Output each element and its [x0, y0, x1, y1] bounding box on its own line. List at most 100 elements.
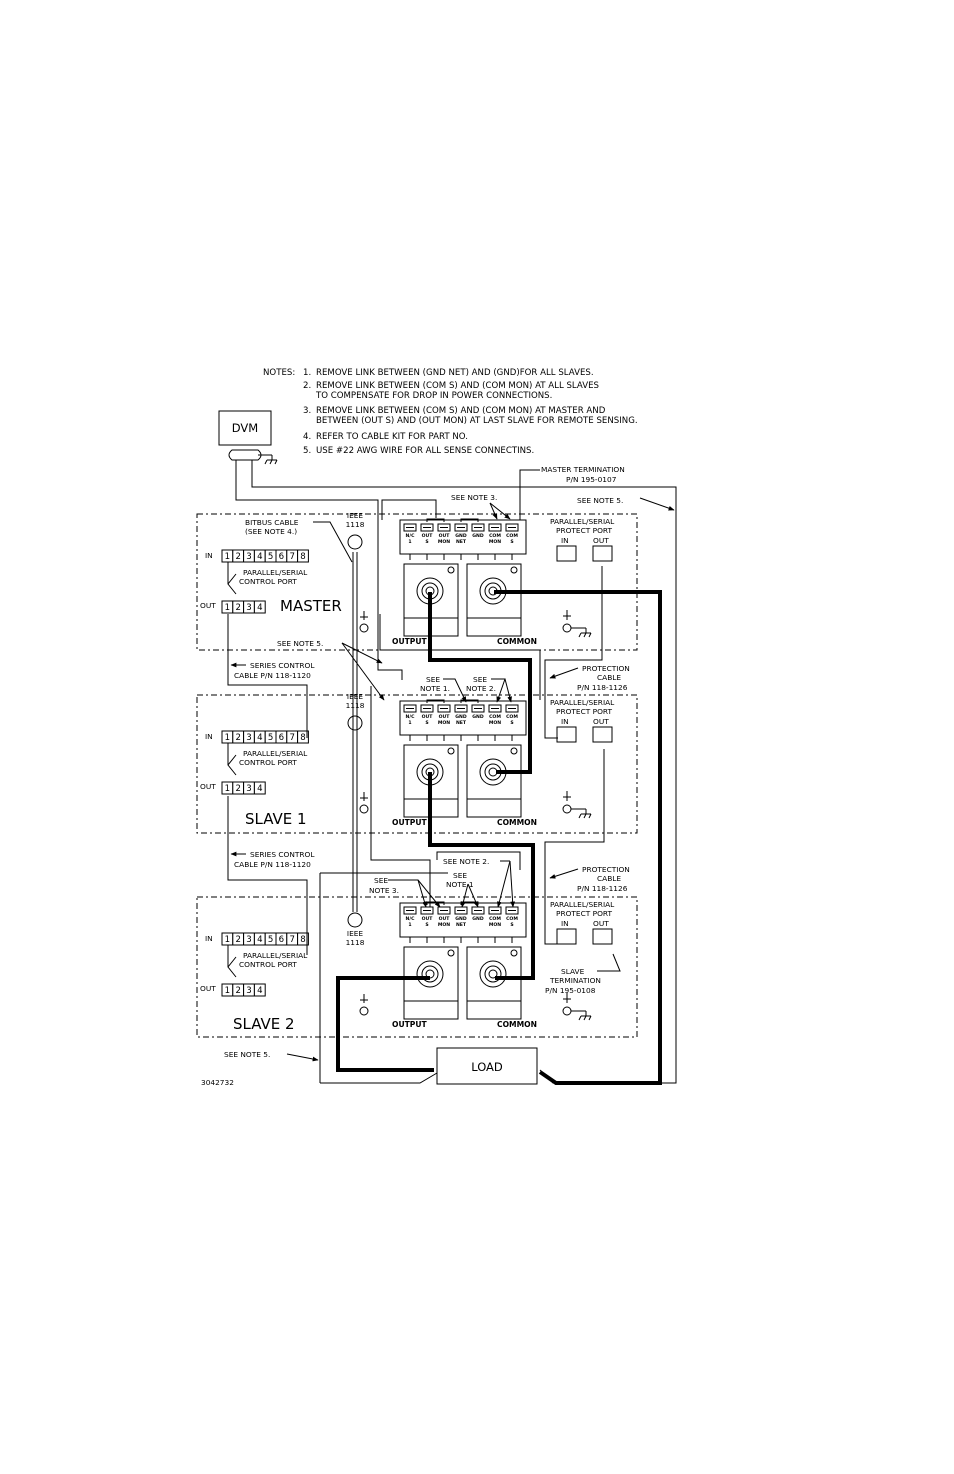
ieee-label-2: 1118 [346, 520, 365, 529]
control-port-line2: CONTROL PORT [239, 960, 297, 969]
chassis-terminal [359, 1006, 369, 1016]
common-terminal [479, 960, 507, 988]
terminal-label-top: N/C [406, 714, 416, 720]
terminal-label-bottom: S [425, 922, 428, 928]
in-pin-number: 3 [246, 552, 251, 562]
master-termination-line1: MASTER TERMINATION [541, 465, 625, 474]
bitbus-line2: (SEE NOTE 4.) [245, 527, 297, 536]
protection-1-line3: P/N 118-1126 [577, 683, 628, 692]
terminal-label-top: OUT [439, 533, 451, 539]
see-note-5-top: SEE NOTE 5. [577, 496, 623, 505]
in-pin-number: 4 [257, 935, 262, 945]
control-port-line1: PARALLEL/SERIAL [243, 951, 308, 960]
terminal-label-top: GND [455, 533, 467, 539]
protect-out-box [592, 545, 613, 562]
in-pin-number: 8 [300, 552, 305, 562]
terminal-label-top: OUT [439, 714, 451, 720]
out-pin-number: 2 [235, 784, 240, 794]
control-port-line2: CONTROL PORT [239, 577, 297, 586]
see-note-3-master: SEE NOTE 3. [451, 493, 497, 502]
series-control-1-line2: CABLE P/N 118-1120 [234, 671, 311, 680]
out-pin-number: 1 [225, 784, 230, 794]
terminal-label-bottom: MON [438, 720, 450, 726]
output-label: OUTPUT [392, 818, 428, 827]
control-port-line2: CONTROL PORT [239, 758, 297, 767]
in-port-label: IN [205, 934, 213, 943]
ground-terminal [562, 1006, 572, 1016]
terminal-label-bottom: S [510, 922, 513, 928]
terminal-label-bottom: S [425, 720, 428, 726]
ground-terminal [562, 623, 572, 633]
see-note-5-mid: SEE NOTE 5. [277, 639, 323, 648]
see-note-1-s2-line2: NOTE 1 [446, 880, 474, 889]
series-control-2-line1: SERIES CONTROL [250, 850, 315, 859]
slave-term-line1: SLAVE [561, 967, 585, 976]
protect-out-label: OUT [593, 536, 609, 545]
chassis-terminal [359, 623, 369, 633]
terminal-label-top: GND [472, 714, 484, 720]
see-note-1-s1-line1: SEE [426, 675, 440, 684]
in-pin-number: 7 [289, 552, 294, 562]
terminal-label-bottom: MON [489, 539, 501, 545]
terminal-label-top: OUT [422, 916, 434, 922]
note-text: USE #22 AWG WIRE FOR ALL SENSE CONNECTIN… [316, 446, 534, 456]
out-port-label: OUT [200, 782, 216, 791]
in-pin-number: 8 [300, 935, 305, 945]
terminal-label-top: COM [489, 714, 501, 720]
terminal-label-bottom: 1 [408, 720, 411, 726]
in-pin-number: 4 [257, 552, 262, 562]
chassis-terminal [359, 804, 369, 814]
ground-terminal [562, 804, 572, 814]
protection-2-line2: CABLE [597, 874, 621, 883]
out-pin-number: 3 [246, 603, 251, 613]
protection-2-line3: P/N 118-1126 [577, 884, 628, 893]
protect-in-label: IN [561, 717, 569, 726]
protection-1-line2: CABLE [597, 673, 621, 682]
in-pin-number: 5 [268, 733, 273, 743]
protection-2-line1: PROTECTION [582, 865, 630, 874]
protect-port-line1: PARALLEL/SERIAL [550, 517, 615, 526]
protect-in-box [556, 928, 577, 945]
note-number: 5. [303, 446, 311, 456]
bitbus-line1: BITBUS CABLE [245, 518, 299, 527]
common-label: COMMON [497, 637, 537, 646]
notes-heading: NOTES: [263, 368, 295, 378]
dvm-label: DVM [232, 421, 258, 435]
unit-name-master: MASTER [280, 597, 342, 615]
master-termination-line2: P/N 195-0107 [566, 475, 617, 484]
common-label: COMMON [497, 818, 537, 827]
note-number: 3. [303, 406, 311, 416]
protect-out-label: OUT [593, 717, 609, 726]
note-text: TO COMPENSATE FOR DROP IN POWER CONNECTI… [315, 391, 552, 401]
terminal-label-top: COM [489, 916, 501, 922]
protect-port-line2: PROTECT PORT [556, 707, 612, 716]
slave-term-line3: P/N 195-0108 [545, 986, 596, 995]
dvm-box [218, 410, 272, 446]
in-pin-number: 3 [246, 733, 251, 743]
load-box [436, 1047, 538, 1085]
see-note-3-s2-line1: SEE [374, 876, 388, 885]
terminal-label-bottom: NET [456, 720, 467, 726]
see-note-2-s1-line2: NOTE 2. [466, 684, 496, 693]
see-note-1-s2-line1: SEE [453, 871, 467, 880]
in-pin-number: 4 [257, 733, 262, 743]
ieee-label-1: IEEE [347, 511, 364, 520]
ieee-connector [347, 912, 363, 928]
terminal-label-top: GND [472, 916, 484, 922]
in-pin-number: 6 [279, 552, 284, 562]
see-note-3-s2-line2: NOTE 3. [369, 886, 399, 895]
series-control-1-line1: SERIES CONTROL [250, 661, 315, 670]
out-pin-number: 3 [246, 784, 251, 794]
protect-in-label: IN [561, 919, 569, 928]
terminal-label-bottom: NET [456, 539, 467, 545]
note-text: REMOVE LINK BETWEEN (COM S) AND (COM MON… [316, 381, 599, 391]
protect-out-box [592, 726, 613, 743]
control-port-line1: PARALLEL/SERIAL [243, 749, 308, 758]
output-label: OUTPUT [392, 1020, 428, 1029]
in-pin-number: 5 [268, 552, 273, 562]
out-pin-box [253, 600, 266, 614]
note-number: 2. [303, 381, 311, 391]
